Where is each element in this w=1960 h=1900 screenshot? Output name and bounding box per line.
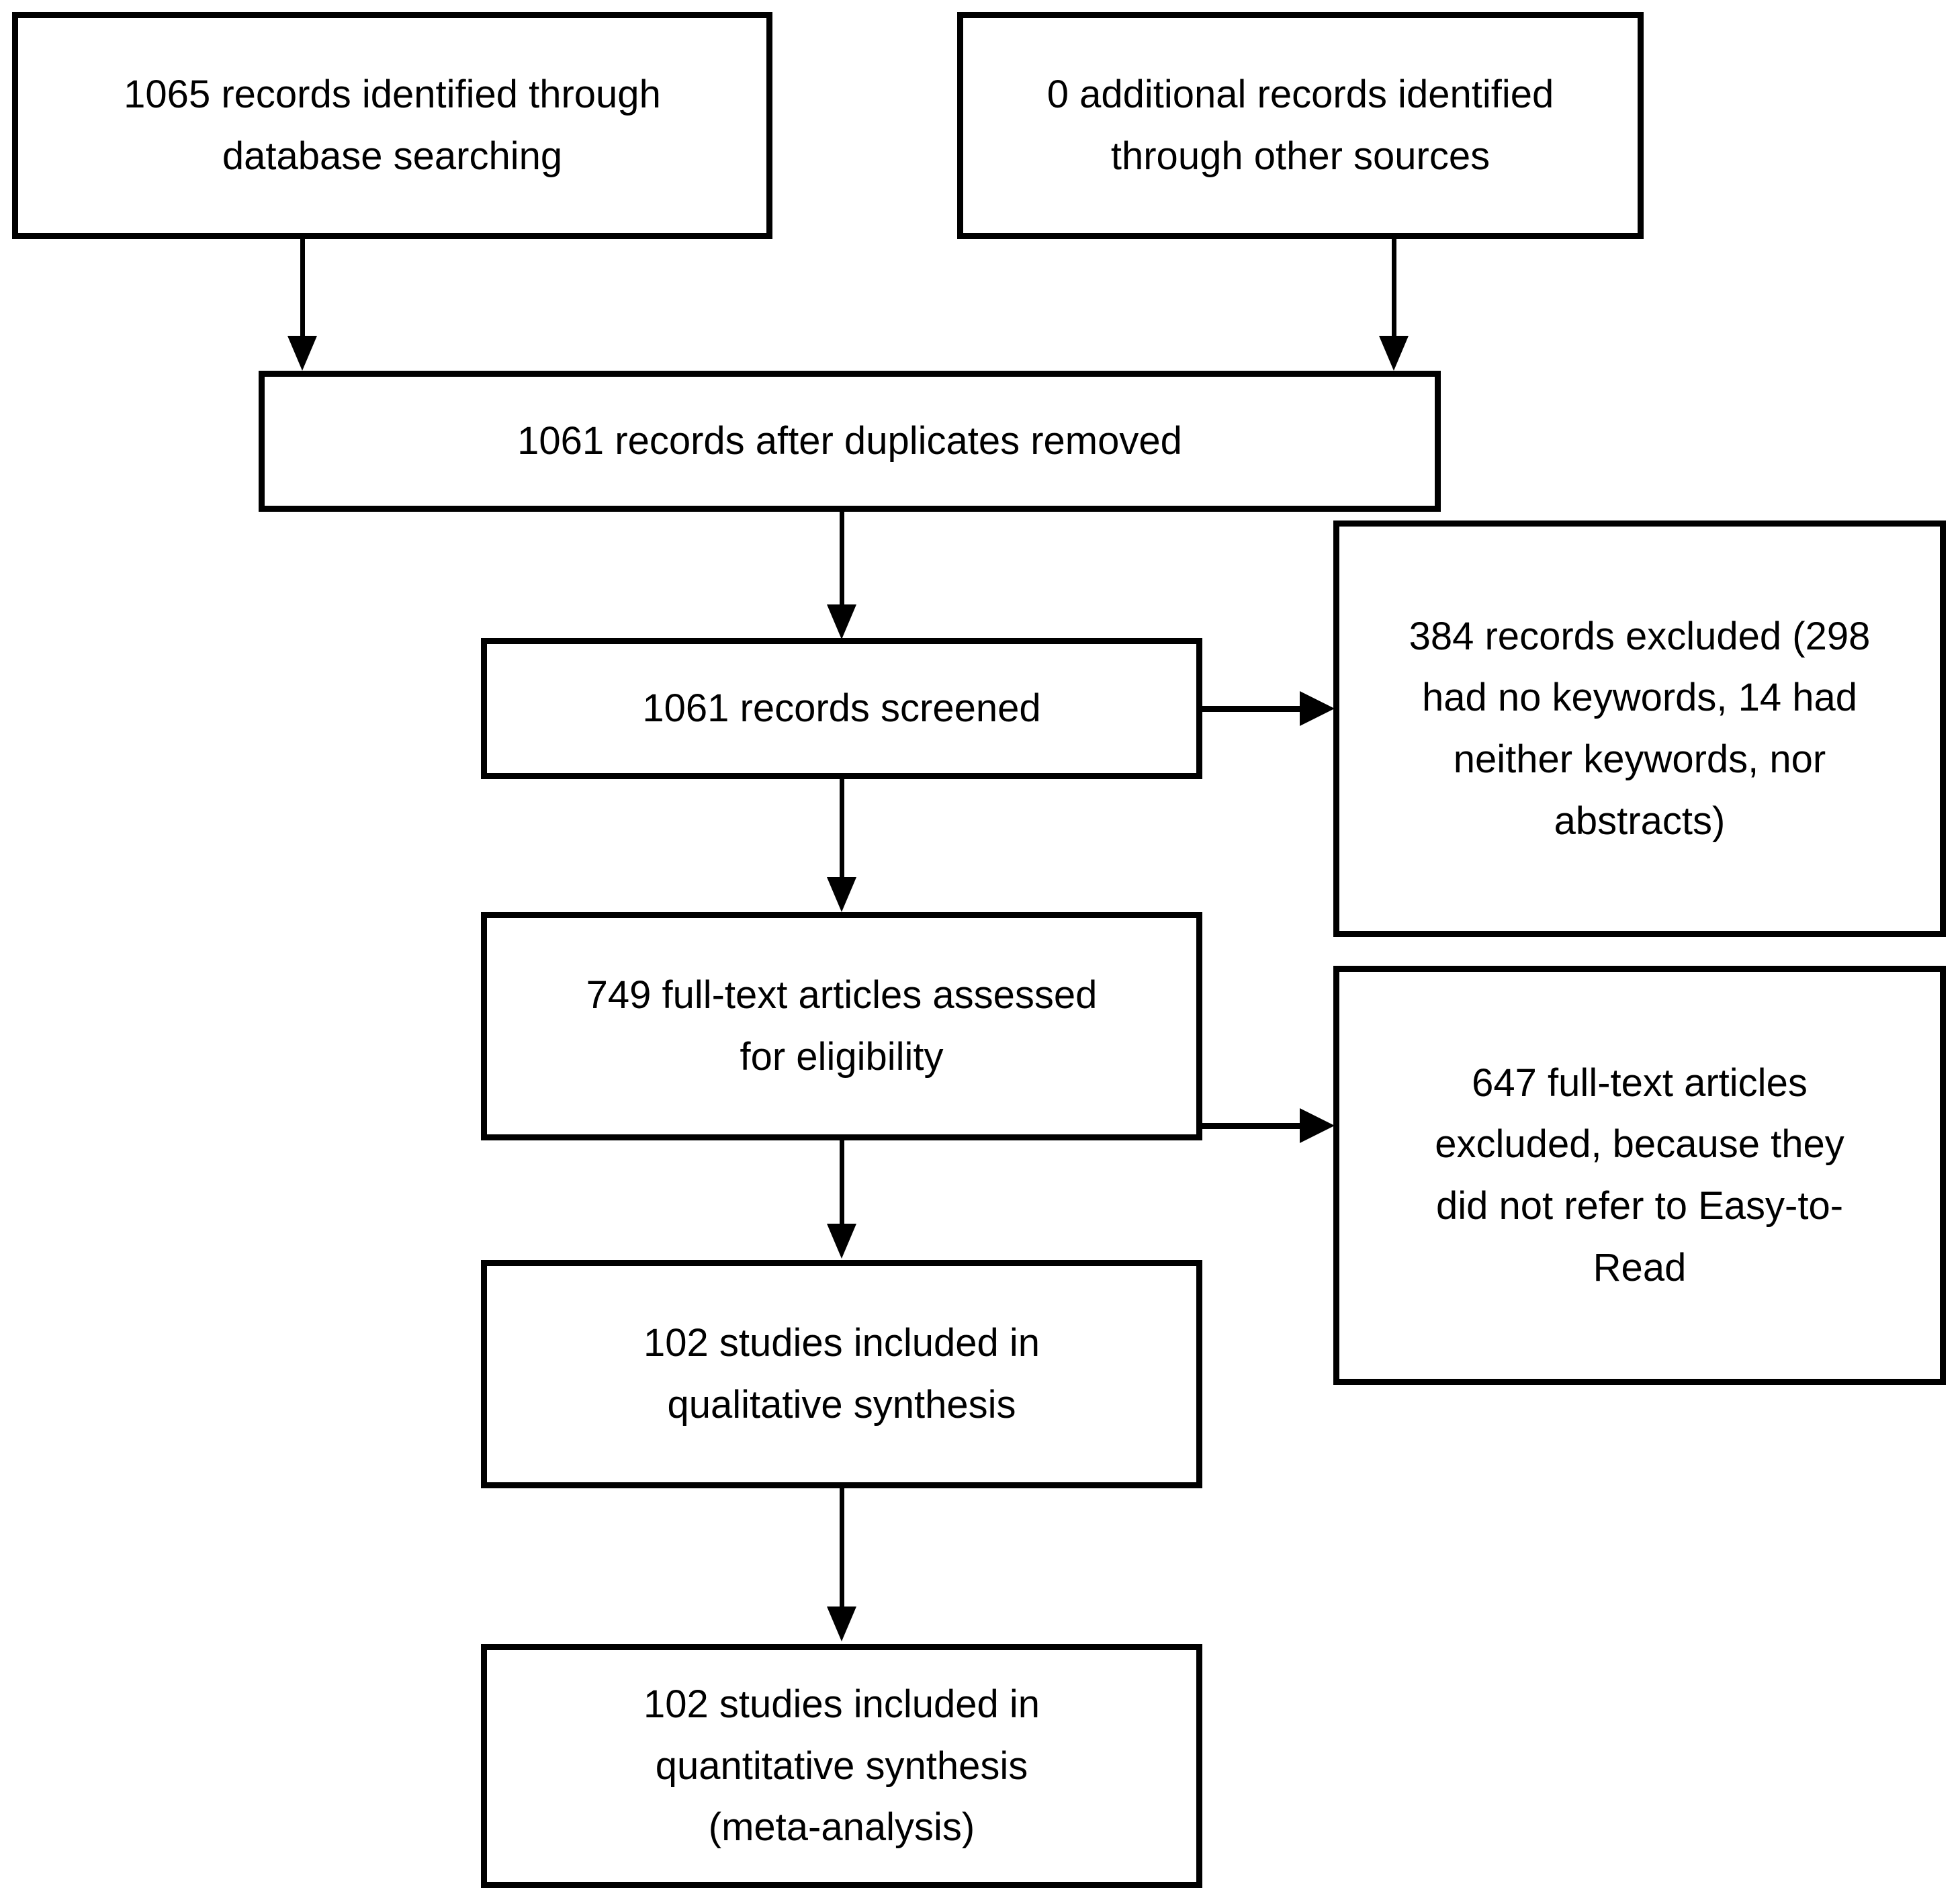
node-database-search: 1065 records identified through database…	[12, 12, 772, 239]
node-records-screened-line-1: 1061 records screened	[642, 686, 1041, 731]
edge-fulltext-to-qualitative-line	[840, 1140, 844, 1225]
node-fulltext-excluded-line-4: Read	[1593, 1245, 1687, 1290]
node-other-sources-line-2: through other sources	[1110, 134, 1490, 178]
edge-qualitative-to-quantitative-line	[840, 1488, 844, 1609]
node-fulltext-excluded: 647 full-text articles excluded, because…	[1333, 966, 1946, 1385]
node-records-excluded-line-1: 384 records excluded (298	[1409, 614, 1871, 658]
node-quantitative-synthesis-line-2: quantitative synthesis	[655, 1744, 1028, 1788]
node-records-excluded: 384 records excluded (298 had no keyword…	[1333, 521, 1946, 937]
node-qualitative-synthesis-line-1: 102 studies included in	[643, 1321, 1040, 1365]
node-database-search-line-2: database searching	[222, 134, 563, 178]
node-fulltext-assessed-line-1: 749 full-text articles assessed	[586, 973, 1098, 1017]
node-records-excluded-line-2: had no keywords, 14 had	[1421, 676, 1858, 720]
node-fulltext-assessed: 749 full-text articles assessed for elig…	[481, 912, 1202, 1140]
node-records-screened: 1061 records screened	[481, 638, 1202, 779]
edge-duplicates-to-screened-line	[840, 512, 844, 611]
edge-fulltext-to-excluded-arrowhead	[1300, 1108, 1335, 1143]
node-quantitative-synthesis-line-3: (meta-analysis)	[708, 1805, 975, 1850]
node-fulltext-assessed-line-2: for eligibility	[740, 1035, 944, 1079]
node-fulltext-excluded-line-2: excluded, because they	[1435, 1122, 1844, 1167]
node-qualitative-synthesis-line-2: qualitative synthesis	[667, 1383, 1016, 1427]
edge-duplicates-to-screened-arrowhead	[827, 604, 856, 639]
edge-screened-to-excluded-line	[1202, 706, 1303, 712]
node-records-excluded-line-3: neither keywords, nor	[1453, 737, 1826, 781]
edge-database-to-duplicates-arrowhead	[287, 336, 317, 371]
node-other-sources: 0 additional records identified through …	[957, 12, 1644, 239]
edge-other-to-duplicates-line	[1392, 239, 1396, 340]
edge-fulltext-to-excluded-line	[1202, 1123, 1303, 1129]
node-quantitative-synthesis: 102 studies included in quantitative syn…	[481, 1644, 1202, 1888]
edge-screened-to-fulltext-line	[840, 779, 844, 877]
edge-screened-to-excluded-arrowhead	[1300, 691, 1335, 726]
node-records-excluded-line-4: abstracts)	[1554, 799, 1726, 843]
node-quantitative-synthesis-line-1: 102 studies included in	[643, 1682, 1040, 1727]
node-duplicates-removed-line-1: 1061 records after duplicates removed	[517, 419, 1182, 463]
node-other-sources-line-1: 0 additional records identified	[1046, 73, 1554, 117]
edge-qualitative-to-quantitative-arrowhead	[827, 1607, 856, 1641]
node-fulltext-excluded-line-1: 647 full-text articles	[1472, 1060, 1808, 1105]
edge-screened-to-fulltext-arrowhead	[827, 877, 856, 912]
node-fulltext-excluded-line-3: did not refer to Easy-to-	[1435, 1184, 1844, 1228]
node-qualitative-synthesis: 102 studies included in qualitative synt…	[481, 1260, 1202, 1488]
node-database-search-line-1: 1065 records identified through	[124, 73, 661, 117]
edge-other-to-duplicates-arrowhead	[1379, 336, 1409, 371]
edge-database-to-duplicates-line	[300, 239, 305, 340]
node-duplicates-removed: 1061 records after duplicates removed	[259, 371, 1441, 512]
edge-fulltext-to-qualitative-arrowhead	[827, 1224, 856, 1259]
